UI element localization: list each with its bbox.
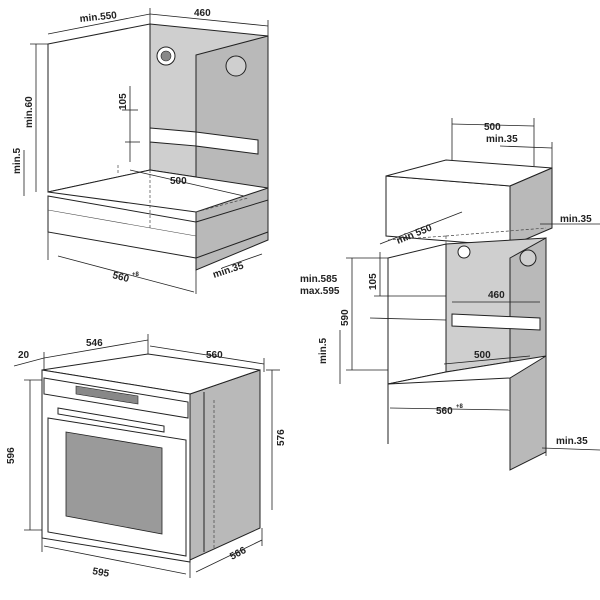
cabinet-right-vent-height-label: 105 (368, 273, 379, 290)
cabinet-right-niche-height-label: 590 (340, 309, 351, 326)
cabinet-right-vent-width-label: 460 (488, 290, 505, 301)
cabinet-left-height-label: min.60 (24, 96, 35, 128)
cabinet-right-upper-side (509, 167, 553, 247)
cabinet-left-shelf-depth-label: 500 (170, 176, 187, 187)
cabinet-left-gap-label: min.5 (12, 147, 23, 174)
cabinet-left-width-top-label: min.550 (79, 10, 118, 25)
cabinet-right-bottom-side-label: min.35 (556, 436, 588, 447)
cabinet-right-lower-side (509, 237, 547, 471)
cabinet-right-width-bottom-label: 560 (436, 406, 453, 417)
oven-display (75, 385, 139, 405)
cabinet-left-depth-top-label: 460 (194, 8, 211, 19)
oven: 20 546 560 596 576 595 566 (6, 334, 287, 580)
cabinet-left-width-bottom-label: 560 (111, 270, 130, 285)
oven-height-front-label: 596 (6, 447, 17, 464)
cabinet-right-top-min-label: min.35 (486, 134, 518, 145)
oven-top-depth-label: 560 (206, 350, 223, 361)
cabinet-right-shelf-depth-label: 500 (474, 350, 491, 361)
cabinet-right-niche-front (387, 243, 447, 385)
cabinet-left-left-side (47, 23, 151, 193)
oven-front-thickness-label: 20 (18, 350, 30, 361)
oven-depth-bottom-label: 566 (228, 545, 248, 563)
cabinet-left-vent-height-label: 105 (118, 93, 129, 110)
oven-width-bottom-label: 595 (91, 566, 110, 580)
oven-body-side (189, 369, 261, 561)
cabinet-left-vent-circle-2 (225, 55, 247, 77)
oven-door-handle (57, 407, 165, 433)
cabinet-right-top-depth-label: 500 (484, 122, 501, 133)
cabinet-right-height-max-label: max.595 (300, 286, 340, 297)
cabinet-right-vent-slot (451, 313, 541, 331)
cabinet-left-width-bottom-tol: +8 (132, 272, 140, 278)
cabinet-right-gap-label: min.5 (318, 337, 329, 364)
cabinet-right-top-side-label: min.35 (560, 214, 592, 225)
cabinet-left-shelf (47, 169, 269, 213)
cabinet-right: 500 min.35 min.35 min 550 min.585 max.59… (300, 118, 600, 471)
oven-window (65, 431, 163, 535)
cabinet-left-side-label: min.35 (212, 260, 246, 280)
cabinet-right-height-min-label: min.585 (300, 274, 338, 285)
cabinet-right-width-bottom-tol: +8 (456, 404, 464, 410)
cabinet-left-vent-circle-1-inner (160, 50, 172, 62)
cabinet-right-vent-circle-2 (519, 249, 537, 267)
oven-height-side-label: 576 (276, 429, 287, 446)
oven-top-width-label: 546 (86, 338, 103, 349)
cabinet-left: min.550 460 min.60 min.5 105 500 560 +8 … (12, 8, 269, 294)
cabinet-right-vent-circle-1 (457, 245, 471, 259)
